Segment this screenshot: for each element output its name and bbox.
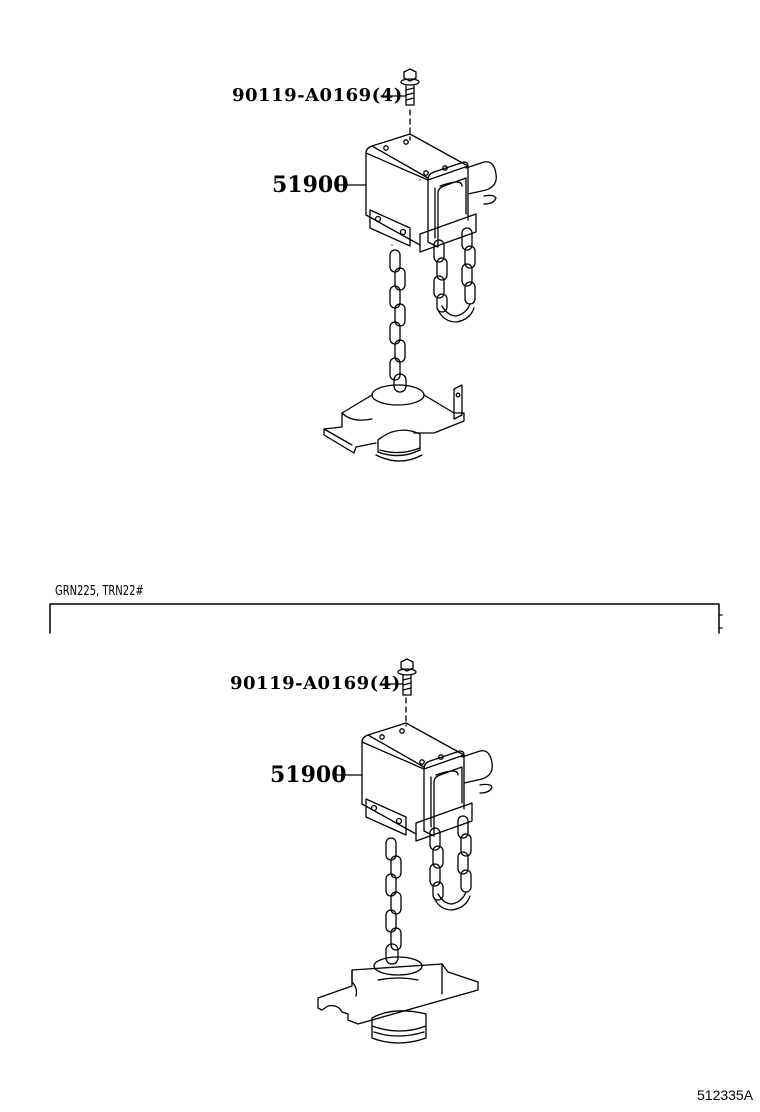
callout-carrier-upper[interactable]: 51900 — [272, 172, 349, 198]
bolt-icon — [397, 658, 417, 696]
winch-base-icon — [323, 384, 465, 462]
upper-carrier-illustration — [323, 68, 497, 462]
chain-loop-icon — [429, 815, 472, 911]
variant-bracket — [49, 603, 723, 634]
callout-bolt-upper[interactable]: 90119-A0169(4) — [232, 85, 403, 106]
lower-carrier-illustration — [317, 658, 493, 1044]
chain-icon — [389, 244, 407, 393]
winch-base-icon — [317, 956, 479, 1044]
callout-bolt-lower[interactable]: 90119-A0169(4) — [230, 673, 401, 694]
figure-id: 512335A — [697, 1087, 754, 1103]
variant-label: GRN225, TRN22# — [55, 584, 144, 599]
chain-loop-icon — [433, 227, 476, 323]
bolt-icon — [400, 68, 420, 106]
chain-icon — [385, 837, 402, 965]
callout-carrier-lower[interactable]: 51900 — [270, 762, 347, 788]
